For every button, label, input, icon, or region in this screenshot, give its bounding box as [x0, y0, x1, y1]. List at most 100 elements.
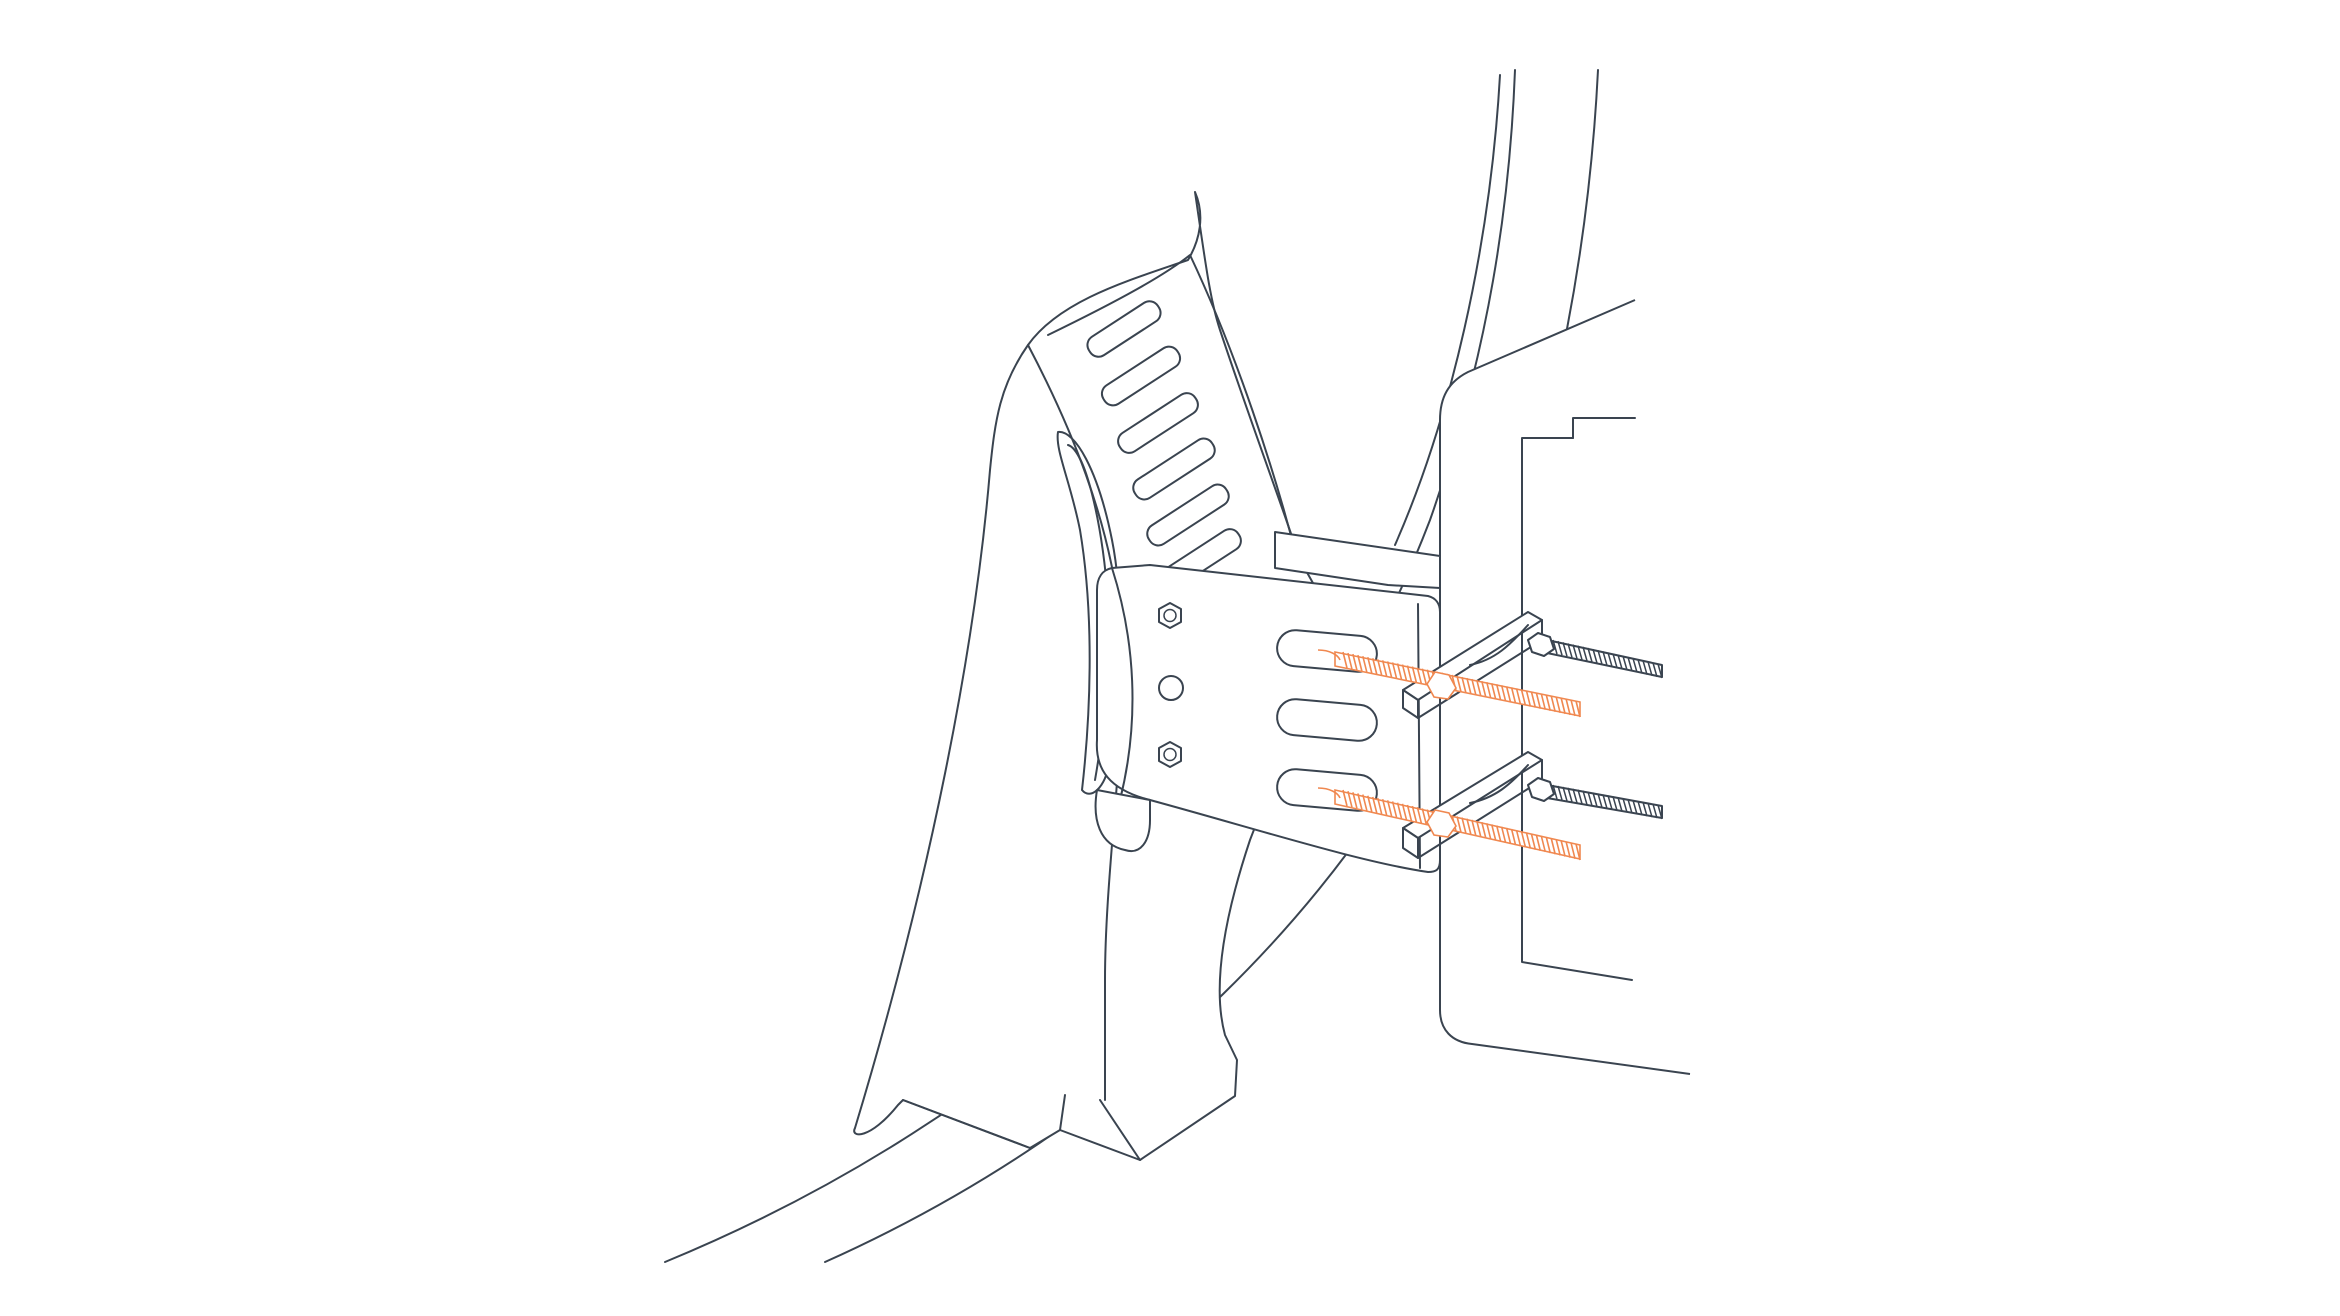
bracket-top-wedge: [1274, 531, 1441, 589]
thread-mark: [1406, 665, 1413, 682]
thread-mark: [1577, 645, 1583, 660]
thread-mark: [1495, 825, 1502, 842]
upper-orange-nut: [1426, 671, 1457, 700]
thread-mark: [1602, 794, 1608, 809]
thread-mark: [1471, 819, 1477, 837]
thread-mark: [1485, 682, 1492, 699]
bracket-slots: [1276, 629, 1378, 812]
thread-mark: [1490, 824, 1497, 841]
thread-mark: [1592, 792, 1598, 807]
thread-mark: [1471, 678, 1477, 696]
thread-mark: [1520, 831, 1527, 848]
thread-mark: [1456, 816, 1462, 833]
thread-mark: [1555, 696, 1561, 714]
thread-mark: [1617, 797, 1623, 812]
thread-mark: [1535, 692, 1542, 709]
thread-mark: [1567, 643, 1573, 658]
thread-mark: [1550, 838, 1556, 855]
thread-mark: [1627, 799, 1633, 814]
lower-hex-bolt: [1158, 741, 1182, 768]
thread-mark: [1495, 684, 1502, 701]
thread-mark: [1481, 821, 1487, 839]
thread-mark: [1552, 639, 1558, 655]
thread-mark: [1461, 817, 1467, 834]
upper-gray-threaded-rod: [1527, 632, 1663, 679]
thread-mark: [1411, 666, 1418, 683]
thread-mark: [1632, 658, 1638, 673]
thread-mark: [1347, 652, 1353, 670]
thread-mark: [1637, 800, 1643, 816]
thread-mark: [1582, 646, 1588, 662]
thread-mark: [1391, 801, 1398, 818]
thread-mark: [1545, 836, 1552, 854]
thread-mark: [1612, 653, 1618, 668]
cooling-fins: [1086, 300, 1242, 590]
thread-mark: [1367, 657, 1373, 674]
thread-mark: [1602, 651, 1608, 666]
thread-mark: [1352, 792, 1358, 809]
thread-mark: [1575, 843, 1581, 861]
thread-mark: [1562, 642, 1568, 657]
upper-orange-threaded-rod: [1317, 649, 1581, 718]
thread-mark: [1582, 790, 1588, 805]
thread-mark: [1357, 654, 1363, 672]
thread-mark: [1607, 795, 1613, 810]
thread-mark: [1657, 804, 1663, 820]
mounting-bracket: [1094, 564, 1441, 873]
thread-mark: [1342, 789, 1348, 807]
thread-mark: [1587, 791, 1593, 806]
thread-mark: [1557, 640, 1563, 656]
thread-mark: [1525, 690, 1532, 707]
thread-mark: [1565, 698, 1571, 716]
thread-mark: [1401, 803, 1408, 820]
thread-mark: [1396, 663, 1403, 680]
thread-mark: [1520, 689, 1527, 706]
thread-mark: [1562, 786, 1568, 802]
thread-mark: [1530, 691, 1537, 708]
thread-mark: [1647, 661, 1653, 676]
thread-mark: [1481, 680, 1487, 698]
thread-mark: [1476, 679, 1482, 697]
upper-hex-bolt: [1158, 602, 1182, 629]
upper-gray-nut: [1527, 632, 1555, 657]
thread-mark: [1597, 650, 1603, 665]
thread-mark: [1560, 840, 1566, 857]
thread-mark: [1647, 802, 1653, 818]
thread-mark: [1557, 785, 1563, 801]
thread-mark: [1622, 798, 1628, 813]
thread-mark: [1572, 788, 1578, 804]
thread-mark: [1540, 693, 1547, 710]
thread-mark: [1456, 675, 1462, 693]
thread-mark: [1565, 841, 1571, 858]
thread-mark: [1575, 700, 1581, 718]
thread-mark: [1617, 654, 1623, 670]
thread-mark: [1545, 694, 1552, 711]
thread-mark: [1466, 677, 1472, 695]
thread-mark: [1411, 805, 1418, 823]
thread-mark: [1540, 835, 1547, 853]
thread-mark: [1627, 656, 1633, 672]
thread-mark: [1652, 662, 1658, 678]
thread-mark: [1515, 830, 1522, 847]
thread-mark: [1510, 828, 1517, 846]
thread-mark: [1525, 832, 1532, 849]
thread-mark: [1642, 801, 1648, 817]
thread-mark: [1391, 662, 1398, 679]
lower-orange-threaded-rod: [1317, 787, 1581, 861]
thread-mark: [1510, 687, 1517, 704]
thread-mark: [1381, 660, 1388, 677]
thread-mark: [1362, 655, 1368, 673]
thread-mark: [1550, 695, 1556, 712]
lower-gray-threaded-rod: [1527, 777, 1663, 820]
thread-mark: [1515, 688, 1522, 705]
thread-mark: [1500, 685, 1507, 702]
thread-mark: [1367, 795, 1373, 812]
thread-mark: [1592, 648, 1598, 664]
thread-mark: [1535, 834, 1542, 852]
thread-mark: [1505, 686, 1512, 703]
lower-gray-nut: [1527, 777, 1555, 802]
thread-mark: [1347, 790, 1353, 808]
thread-mark: [1607, 652, 1613, 667]
thread-mark: [1490, 683, 1497, 700]
